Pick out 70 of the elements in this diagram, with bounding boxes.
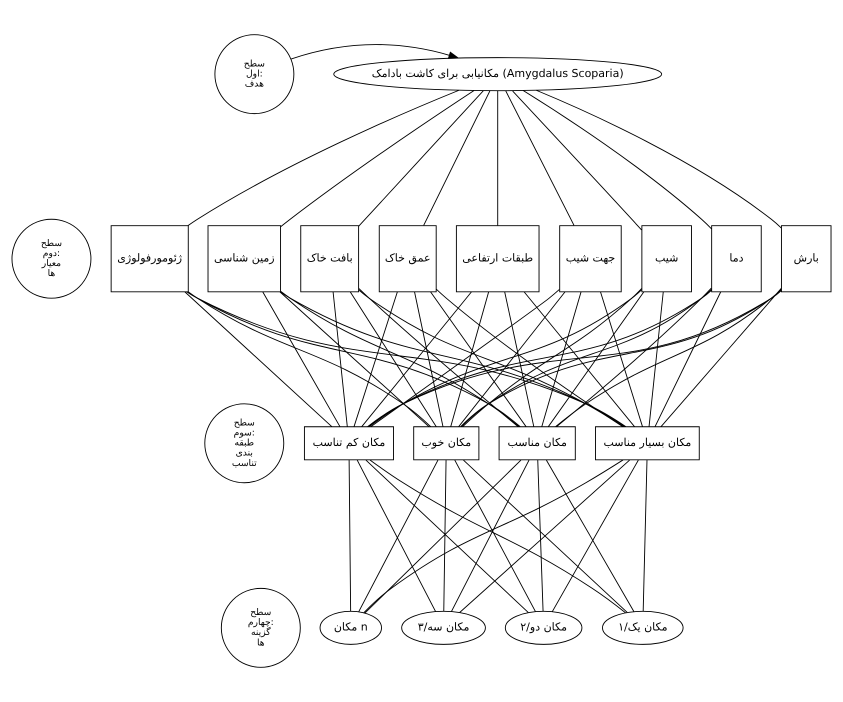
arrow <box>290 44 460 60</box>
connector <box>541 291 582 428</box>
node-box: بارش <box>780 225 832 292</box>
connector <box>354 291 398 428</box>
node-box: دما <box>711 225 762 292</box>
node-box: ژئومورفولوژی <box>110 225 189 292</box>
connector <box>430 291 527 428</box>
connector <box>188 90 460 226</box>
connector <box>350 291 437 428</box>
node-box: زمین شناسی <box>208 225 282 292</box>
connector <box>186 291 626 428</box>
node-circle: سطح دوم: معیار ها <box>12 218 92 299</box>
connector <box>536 90 782 229</box>
connector <box>184 291 332 428</box>
node-box: مکان مناسب <box>498 426 576 460</box>
node-ellipse: مکان یک/۱ <box>602 610 684 645</box>
connector <box>361 291 472 428</box>
connector <box>460 290 782 427</box>
node-box: مکان خوب <box>413 426 480 460</box>
connector <box>332 291 348 428</box>
connector <box>368 290 712 428</box>
connector <box>524 291 635 428</box>
connector <box>505 90 574 226</box>
node-box: عمق خاک <box>378 225 437 292</box>
connector <box>654 291 722 428</box>
connector <box>188 291 432 428</box>
connector <box>280 291 626 428</box>
connector <box>461 289 712 428</box>
connector <box>462 288 642 428</box>
node-box: جهت شیب <box>559 225 622 292</box>
connector <box>262 291 340 428</box>
connector <box>556 288 712 428</box>
connector <box>280 290 520 427</box>
connector <box>414 291 444 428</box>
connector <box>522 90 712 230</box>
connector <box>555 288 782 428</box>
node-ellipse: مکان سه/۳ <box>401 610 486 645</box>
connector <box>660 288 782 428</box>
node-box: بافت خاک <box>300 225 360 292</box>
connector <box>458 291 566 428</box>
connector <box>279 291 430 428</box>
node-ellipse: مکان n <box>320 610 382 645</box>
node-ellipse: مکانیابی برای کاشت بادامک (Amygdalus Scoparia) <box>333 57 662 92</box>
connector <box>436 288 624 428</box>
node-ellipse: مکان دو/۲ <box>504 610 582 645</box>
node-circle: سطح چهارم: گزینه ها <box>220 588 301 668</box>
connector <box>358 288 519 428</box>
connector <box>600 291 643 428</box>
node-circle: سطح سوم: طبقه بندی تناسب <box>204 403 284 484</box>
connector <box>642 460 648 612</box>
node-box: مکان بسیار مناسب <box>595 426 700 460</box>
connector <box>537 460 544 612</box>
connector <box>423 90 490 226</box>
connector <box>548 291 644 428</box>
connector <box>348 460 352 612</box>
node-box: مکان کم تناسب <box>304 426 394 460</box>
connector <box>443 460 447 612</box>
connector <box>497 90 498 226</box>
connector <box>358 90 484 227</box>
connector <box>648 291 664 428</box>
connector <box>512 90 642 230</box>
connector <box>367 290 782 428</box>
connector <box>450 291 490 428</box>
node-circle: سطح اول: هدف <box>214 34 294 114</box>
node-box: شیب <box>641 225 692 292</box>
node-box: طبقات ارتفاعی <box>456 225 540 292</box>
connector <box>370 289 560 428</box>
connector <box>280 90 474 228</box>
connector <box>187 292 521 428</box>
connector <box>504 291 534 428</box>
